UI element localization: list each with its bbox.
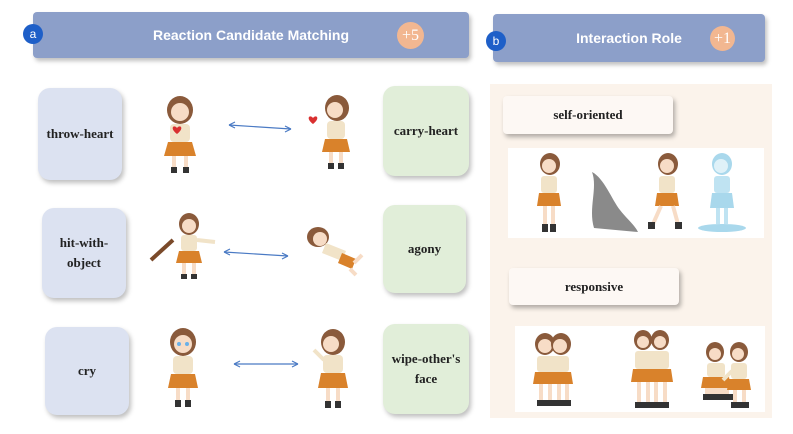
panel-a-marker: a [23, 24, 43, 44]
character-figure-carry-heart [295, 88, 375, 174]
character-figure-wipe-other-face [300, 322, 366, 414]
panel-a-badge: +5 [397, 22, 424, 49]
panel-a-title: Reaction Candidate Matching [152, 27, 350, 43]
panel-a-header: Reaction Candidate Matching [33, 12, 469, 58]
action-card-cry: cry [45, 327, 129, 415]
pair-arrow-3 [233, 360, 299, 368]
character-figure-agony [298, 215, 368, 281]
panel-b-badge: +1 [710, 26, 735, 51]
reaction-card-agony: agony [383, 205, 466, 293]
character-figure-cry [150, 322, 216, 412]
character-figure-throw-heart [150, 88, 210, 178]
role-label-responsive: responsive [509, 268, 679, 305]
action-card-hit-with-object: hit-with-object [42, 208, 126, 298]
panel-b-title: Interaction Role [576, 30, 682, 46]
panel-b-marker: b [486, 31, 506, 51]
responsive-figure-strip [515, 326, 765, 412]
reaction-card-wipe-others-face: wipe-other's face [383, 324, 469, 414]
role-label-self-oriented: self-oriented [503, 96, 673, 134]
pair-arrow-2 [223, 248, 289, 260]
pair-arrow-1 [228, 121, 292, 133]
self-oriented-figure-strip [508, 148, 764, 238]
action-card-throw-heart: throw-heart [38, 88, 122, 180]
character-figure-hit-with-object [145, 210, 223, 284]
reaction-card-carry-heart: carry-heart [383, 86, 469, 176]
